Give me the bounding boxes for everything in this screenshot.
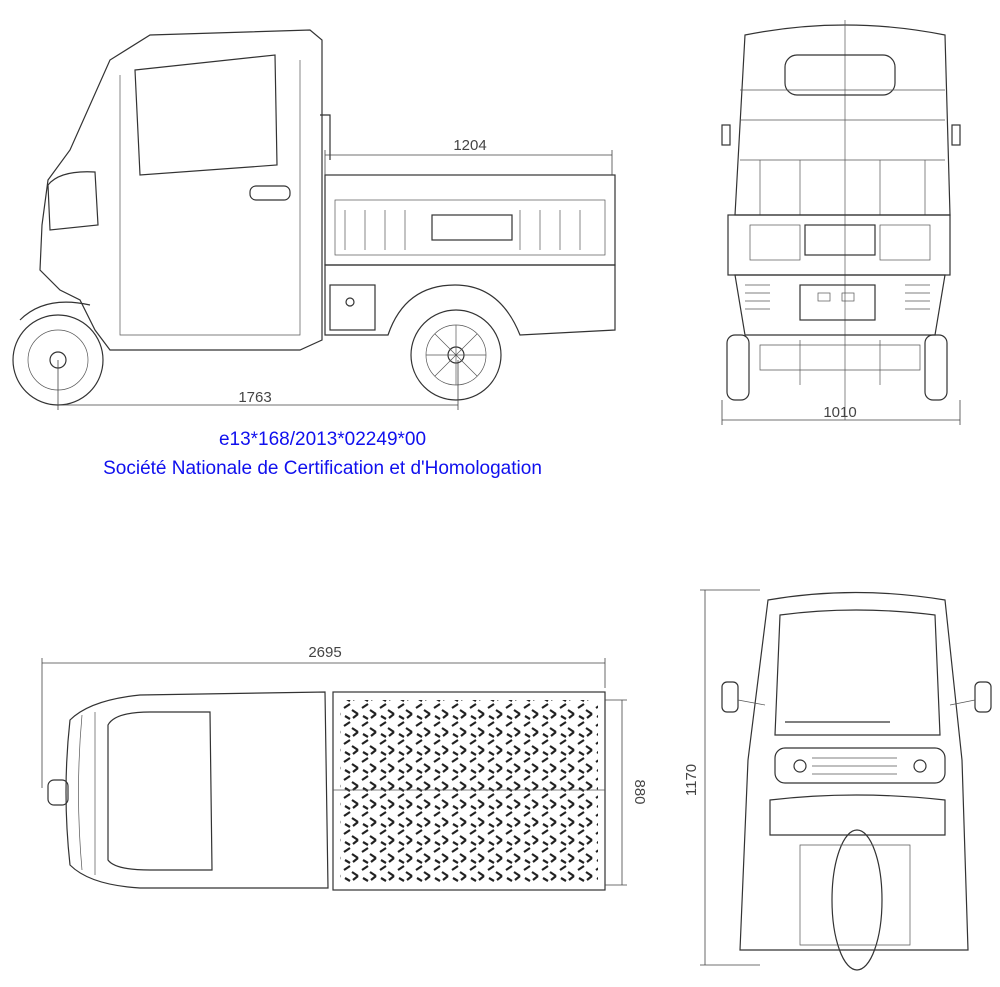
rear-view: 1010 <box>721 20 961 425</box>
certification-authority: Société Nationale de Certification et d'… <box>103 458 542 479</box>
side-view: 1204 1763 <box>12 29 616 410</box>
front-wheel-front <box>831 829 883 971</box>
top-view: 2695 880 <box>41 644 648 891</box>
certification-number: e13*168/2013*02249*00 <box>218 429 427 450</box>
dim-track-width: 1010 <box>823 404 856 421</box>
dim-bed-length: 1204 <box>453 137 486 154</box>
dim-bed-width: 880 <box>631 779 648 804</box>
dim-overall-height: 1170 <box>683 764 700 796</box>
dim-wheelbase: 1763 <box>238 389 271 406</box>
dim-overall-length: 2695 <box>308 644 341 661</box>
bed-plate-pattern <box>340 700 598 883</box>
rear-wheel <box>410 309 502 401</box>
front-view: 1170 <box>683 589 992 971</box>
